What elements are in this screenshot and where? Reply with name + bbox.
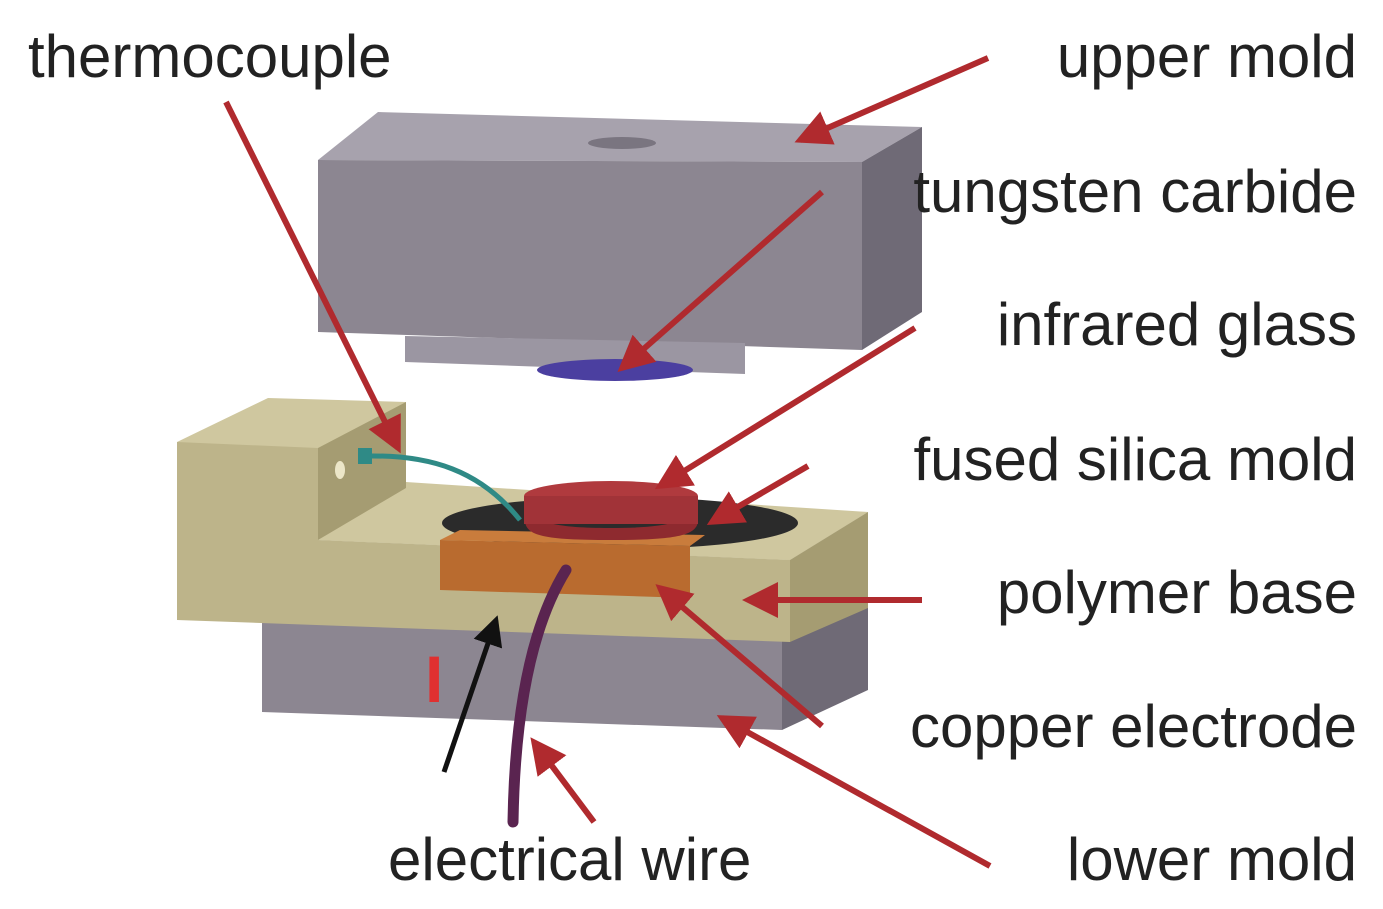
- upper-mold-top-face: [318, 112, 922, 162]
- upper-mold-front-face: [318, 160, 862, 350]
- polymer-base-port: [335, 461, 345, 479]
- label-upper-mold: upper mold: [1057, 23, 1357, 90]
- thermocouple-arrow: [223, 100, 401, 454]
- tungsten-carbide-disk: [537, 359, 693, 381]
- label-copper-electrode: copper electrode: [910, 693, 1357, 760]
- infrared-glass-arrow: [654, 325, 917, 490]
- infrared-glass: [524, 481, 698, 540]
- infrared-glass-front: [524, 496, 698, 524]
- label-infrared-glass: infrared glass: [997, 291, 1357, 358]
- label-tungsten-carbide: tungsten carbide: [913, 158, 1357, 225]
- electrical-wire-arrow: [530, 737, 597, 824]
- fused-silica-mold-arrow: [706, 463, 810, 526]
- copper-electrode-arrow: [655, 584, 824, 729]
- thermocouple-wire: [367, 453, 522, 522]
- label-fused-silica-mold: fused silica mold: [913, 426, 1357, 493]
- upper-mold: [318, 112, 922, 374]
- labels: thermocouple upper mold tungsten carbide…: [28, 23, 1357, 893]
- label-lower-mold: lower mold: [1067, 826, 1357, 893]
- upper-mold-side-face: [862, 127, 922, 350]
- thermocouple-tip: [358, 448, 372, 464]
- current-symbol: I: [425, 642, 443, 716]
- lower-mold-arrow: [716, 715, 992, 869]
- electrical-wire: [507, 564, 572, 828]
- arrows: [223, 55, 992, 869]
- label-thermocouple: thermocouple: [28, 23, 392, 90]
- copper-electrode: [440, 530, 705, 598]
- current-direction-arrow: [441, 615, 503, 773]
- label-electrical-wire: electrical wire: [388, 826, 751, 893]
- tungsten-carbide-arrow: [617, 189, 824, 372]
- upper-mold-hole: [588, 137, 656, 149]
- polymer-base-side-face: [790, 512, 868, 642]
- upper-mold-arrow: [794, 55, 990, 145]
- label-polymer-base: polymer base: [997, 559, 1357, 626]
- infrared-glass-body: [525, 496, 698, 540]
